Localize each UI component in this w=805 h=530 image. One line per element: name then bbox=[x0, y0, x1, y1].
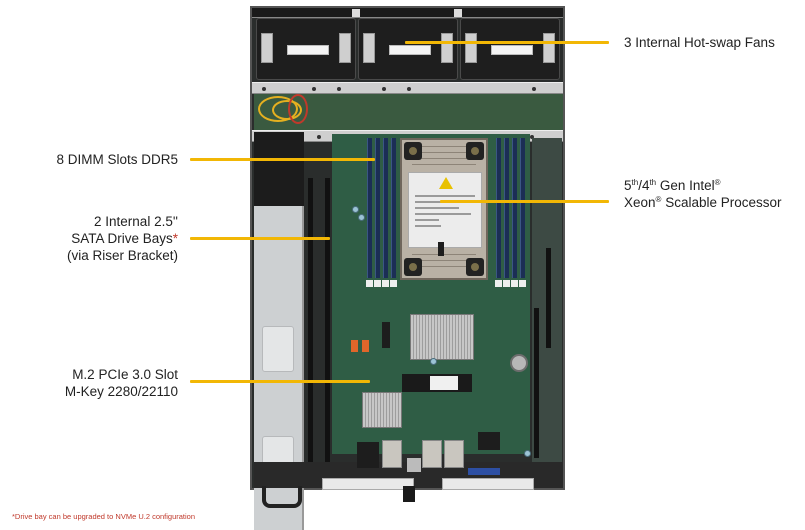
cpu-heatsink bbox=[400, 138, 488, 280]
fan-crossbar bbox=[252, 82, 563, 94]
leader-line-cpu bbox=[440, 200, 609, 203]
drive-riser-bracket bbox=[254, 132, 304, 206]
callout-dimm-text: 8 DIMM Slots DDR5 bbox=[56, 152, 178, 167]
leader-line-fans bbox=[405, 41, 609, 44]
asterisk-mark: * bbox=[172, 231, 178, 246]
leader-line-m2 bbox=[190, 380, 370, 383]
rj45-port bbox=[382, 440, 402, 468]
callout-fans-text: 3 Internal Hot-swap Fans bbox=[624, 35, 775, 50]
leader-line-dimm bbox=[190, 158, 375, 161]
chassis-latch bbox=[403, 486, 415, 502]
sata-cables bbox=[308, 178, 330, 478]
fan-rail bbox=[252, 8, 563, 18]
callout-drive-bays: 2 Internal 2.5'' SATA Drive Bays* (via R… bbox=[66, 214, 178, 263]
chipset-heatsink bbox=[410, 314, 474, 360]
callout-cpu-line2: Xeon® Scalable Processor bbox=[624, 195, 782, 210]
cmos-battery bbox=[510, 354, 528, 372]
usb-port bbox=[407, 458, 421, 472]
bmc-heatsink bbox=[362, 392, 402, 428]
rj45-port bbox=[422, 440, 442, 468]
fan-1 bbox=[256, 18, 356, 80]
callout-m2: M.2 PCIe 3.0 Slot M-Key 2280/22110 bbox=[64, 367, 178, 399]
callout-cpu: 5th/4th Gen Intel® Xeon® Scalable Proces… bbox=[624, 177, 782, 211]
fan-2 bbox=[358, 18, 458, 80]
callout-fans: 3 Internal Hot-swap Fans bbox=[624, 34, 775, 51]
callout-dimm: 8 DIMM Slots DDR5 bbox=[56, 151, 178, 168]
server-chassis-photo bbox=[250, 6, 565, 530]
fan-3 bbox=[460, 18, 560, 80]
footnote: *Drive bay can be upgraded to NVMe U.2 c… bbox=[12, 512, 196, 521]
rj45-port bbox=[444, 440, 464, 468]
m2-ssd bbox=[402, 374, 472, 392]
psu-handle bbox=[262, 486, 302, 508]
callout-cpu-line1: 5th/4th Gen Intel® bbox=[624, 178, 721, 193]
vga-port bbox=[468, 468, 500, 475]
leader-line-drive-bays bbox=[190, 237, 330, 240]
